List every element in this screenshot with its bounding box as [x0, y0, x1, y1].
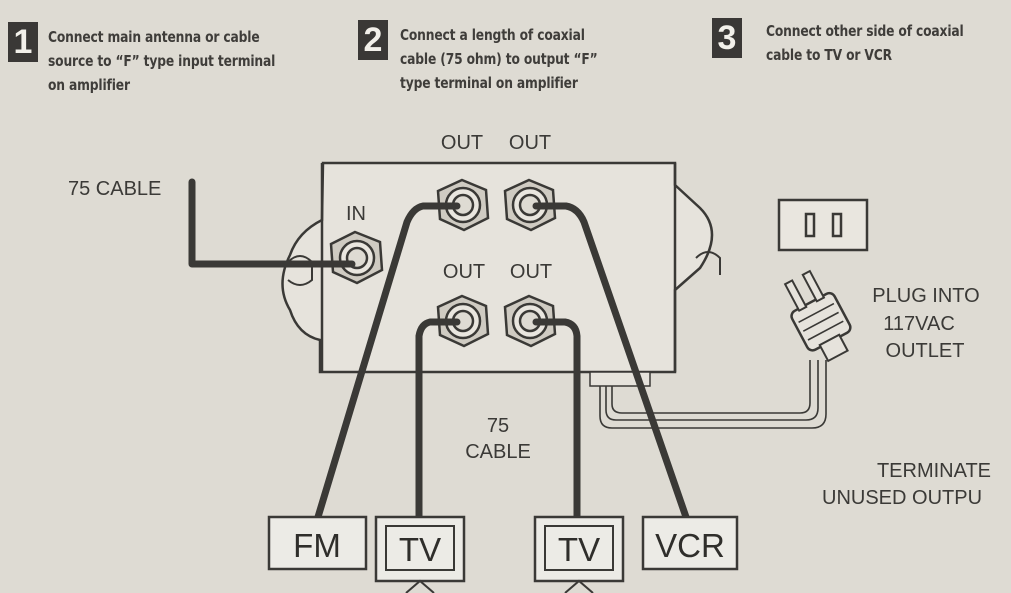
- step-2-line-3: type terminal on amplifier: [400, 74, 578, 92]
- power-plug-icon: [783, 269, 852, 363]
- label-cable-in: 75 CABLE: [68, 178, 161, 200]
- label-cable-mid-1: 75: [487, 415, 509, 437]
- step-2-line-1: Connect a length of coaxial: [400, 26, 585, 44]
- cable-fm: [314, 202, 461, 521]
- label-out-top-right: OUT: [509, 132, 551, 154]
- device-fm-label: FM: [293, 527, 341, 564]
- cable-tv-1: [415, 318, 461, 521]
- connector-out-top-left: [436, 178, 490, 232]
- label-plug-2: 117VAC: [883, 313, 955, 335]
- label-out-top-left: OUT: [441, 132, 483, 154]
- label-in: IN: [346, 203, 366, 225]
- step-2-number: 2: [358, 20, 388, 60]
- label-plug-3: OUTLET: [886, 340, 965, 362]
- label-cable-mid-2: CABLE: [465, 441, 531, 463]
- device-tv-1-label: TV: [399, 531, 441, 568]
- step-1-number: 1: [8, 22, 38, 62]
- label-unused-output: UNUSED OUTPU: [822, 487, 982, 509]
- wall-outlet-icon: [777, 198, 869, 252]
- label-out-bottom-right: OUT: [510, 261, 552, 283]
- power-cord: [599, 360, 827, 429]
- connector-in: [329, 230, 384, 285]
- device-tv-2-label: TV: [558, 531, 600, 568]
- connector-out-bottom-right: [503, 294, 557, 348]
- connector-out-bottom-left: [436, 294, 490, 348]
- step-3-line-1: Connect other side of coaxial: [766, 22, 964, 40]
- step-1-text: Connect main antenna or cable source to …: [48, 25, 275, 97]
- step-3-line-2: cable to TV or VCR: [766, 46, 892, 64]
- step-3-text: Connect other side of coaxial cable to T…: [766, 19, 964, 67]
- cables: [188, 178, 690, 521]
- connector-out-top-right: [503, 178, 557, 232]
- cable-tv-2: [532, 318, 581, 521]
- device-vcr-box: VCR: [641, 515, 739, 571]
- label-terminate: TERMINATE: [877, 460, 991, 482]
- device-fm-box: FM: [267, 515, 368, 571]
- step-1-line-2: source to “F” type input terminal: [48, 52, 276, 70]
- device-tv-1-box: TV: [374, 515, 466, 593]
- step-2-line-2: cable (75 ohm) to output “F”: [400, 50, 598, 68]
- label-plug-1: PLUG INTO: [872, 285, 979, 307]
- step-3-number: 3: [712, 18, 742, 58]
- device-vcr-label: VCR: [655, 527, 725, 564]
- step-1-line-1: Connect main antenna or cable: [48, 28, 260, 46]
- device-tv-2-box: TV: [533, 515, 625, 593]
- step-1-line-3: on amplifier: [48, 76, 130, 94]
- label-out-bottom-left: OUT: [443, 261, 485, 283]
- step-2-text: Connect a length of coaxial cable (75 oh…: [400, 23, 598, 95]
- cable-input: [188, 178, 356, 268]
- cable-vcr: [532, 202, 690, 521]
